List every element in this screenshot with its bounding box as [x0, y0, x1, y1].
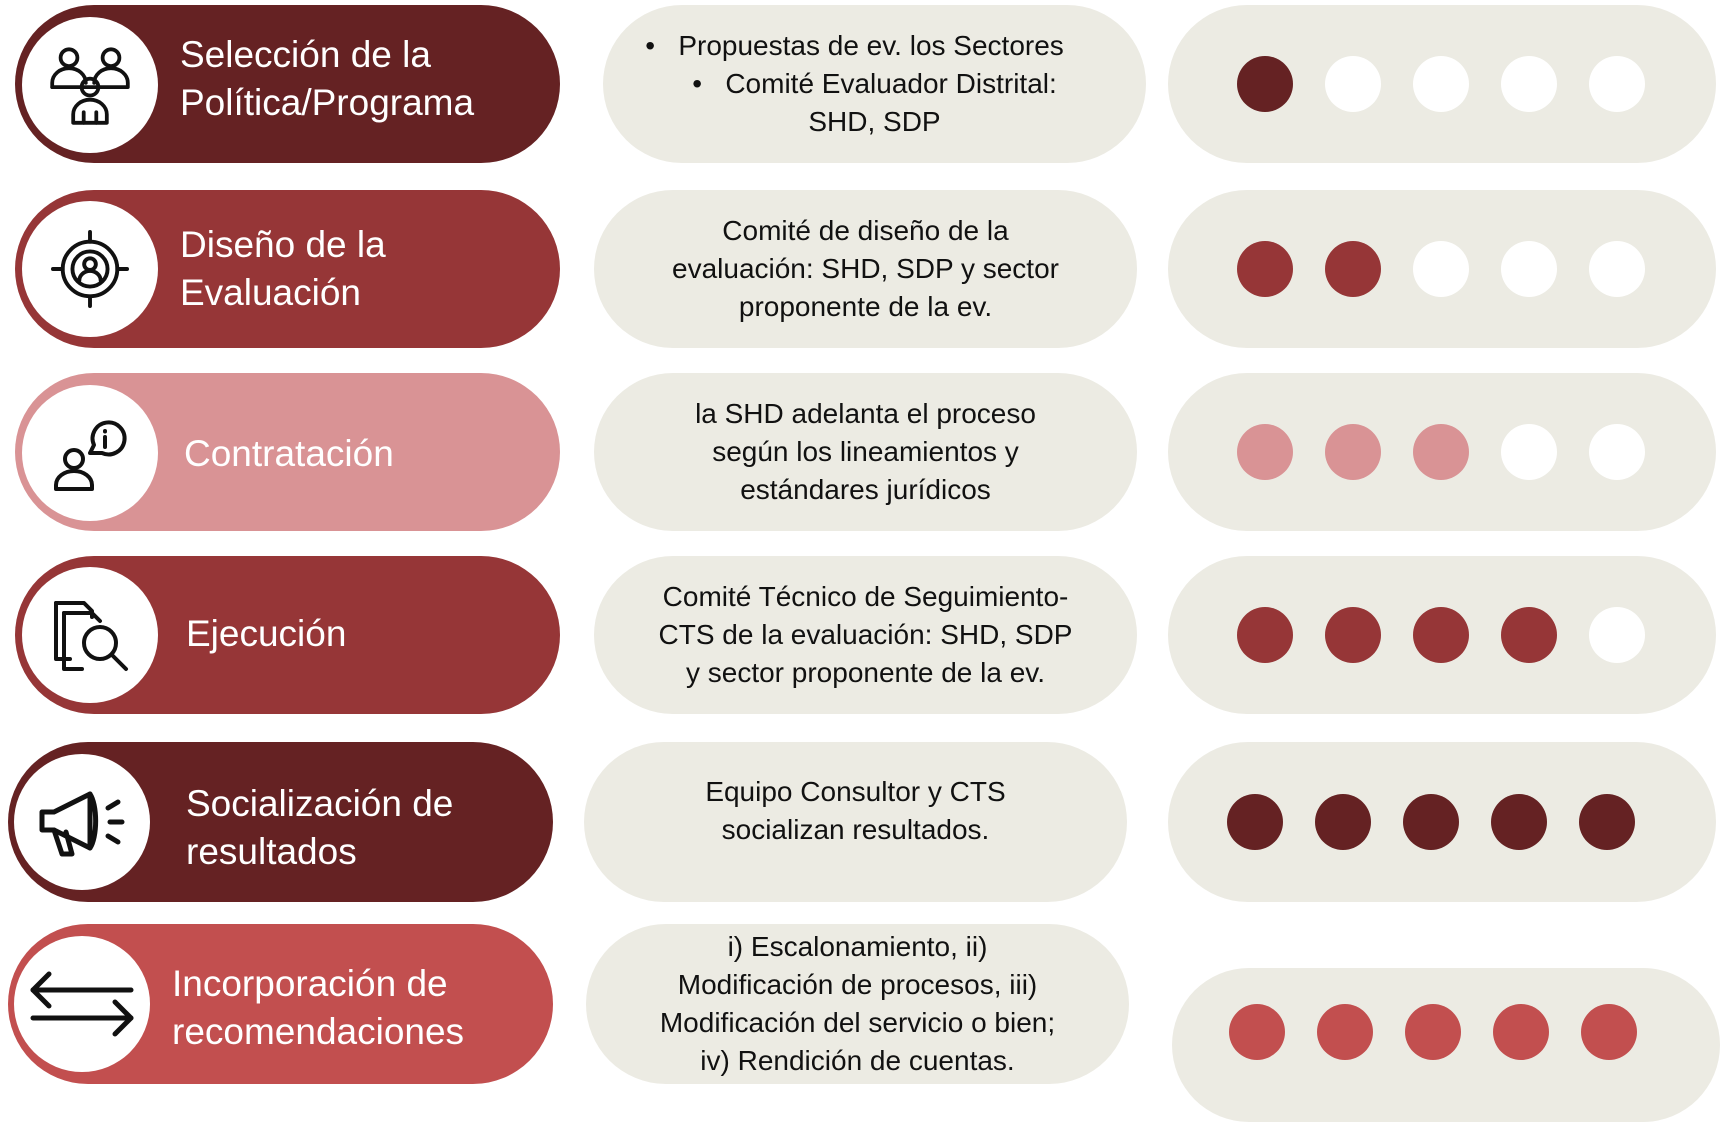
progress-dot [1405, 1004, 1461, 1060]
progress-dot [1581, 1004, 1637, 1060]
stage-description: • Propuestas de ev. los Sectores • Comit… [645, 27, 1064, 141]
stage-title: Incorporación de recomendaciones [172, 959, 464, 1057]
progress-dot [1589, 607, 1645, 663]
progress-pill [1168, 190, 1716, 348]
stage-icon-circle [22, 567, 158, 703]
stage-description: Equipo Consultor y CTS socializan result… [705, 773, 1005, 849]
stage-title-line: Selección de la [180, 34, 431, 75]
progress-dot [1237, 424, 1293, 480]
description-line: CTS de la evaluación: SHD, SDP [658, 619, 1073, 650]
description-bullet-item: • Propuestas de ev. los Sectores [645, 30, 1064, 61]
megaphone-icon [39, 791, 125, 857]
progress-dot [1501, 424, 1557, 480]
person-info-icon [54, 420, 127, 491]
stage-title-line: Ejecución [186, 613, 347, 654]
stage-title-line: Diseño de la [180, 224, 386, 265]
target-person-icon [51, 230, 129, 308]
progress-dot [1315, 794, 1371, 850]
description-line: evaluación: SHD, SDP y sector [672, 253, 1059, 284]
progress-dot [1493, 1004, 1549, 1060]
description-line: Comité de diseño de la [722, 215, 1009, 246]
document-search-icon [54, 601, 128, 671]
progress-dot [1237, 607, 1293, 663]
progress-dot [1325, 607, 1381, 663]
stage-icon-circle [14, 936, 150, 1072]
description-pill: Comité Técnico de Seguimiento- CTS de la… [594, 556, 1137, 714]
progress-dot [1501, 56, 1557, 112]
stage-title: Selección de la Política/Programa [180, 30, 474, 128]
progress-pill [1168, 556, 1716, 714]
description-bullet-item: • Comité Evaluador Distrital: [692, 68, 1057, 99]
progress-pill [1172, 968, 1720, 1122]
progress-dot [1413, 424, 1469, 480]
stage-title: Diseño de la Evaluación [180, 220, 386, 318]
description-line: y sector proponente de la ev. [685, 657, 1046, 688]
description-line: proponente de la ev. [738, 291, 993, 322]
stage-description: i) Escalonamiento, ii) Modificación de p… [660, 928, 1055, 1080]
progress-dot [1325, 241, 1381, 297]
progress-dot [1227, 794, 1283, 850]
description-line: socializan resultados. [721, 814, 990, 845]
description-line: iv) Rendición de cuentas. [700, 1045, 1015, 1076]
stage-icon-circle [22, 385, 158, 521]
stage-title-line: recomendaciones [172, 1011, 465, 1052]
people-group-icon [50, 47, 130, 125]
progress-dot [1589, 424, 1645, 480]
progress-dot [1403, 794, 1459, 850]
stage-title-line: Política/Programa [180, 82, 475, 123]
progress-dot [1325, 424, 1381, 480]
stage-icon-circle [14, 754, 150, 890]
description-line: estándares jurídicos [740, 474, 991, 505]
stage-title-line: Socialización de [186, 783, 454, 824]
progress-dot [1501, 241, 1557, 297]
description-line: Propuestas de ev. los Sectores [678, 30, 1064, 61]
stage-icon-circle [22, 17, 158, 153]
stage-title-line: Incorporación de [172, 963, 448, 1004]
progress-dot [1325, 56, 1381, 112]
description-pill: Equipo Consultor y CTS socializan result… [584, 742, 1127, 902]
stage-icon-circle [22, 201, 158, 337]
description-line: según los lineamientos y [712, 436, 1019, 467]
stage-title-line: Evaluación [180, 272, 362, 313]
progress-dot [1317, 1004, 1373, 1060]
description-line: Modificación de procesos, iii) [677, 969, 1038, 1000]
progress-dot [1237, 56, 1293, 112]
progress-dot [1413, 56, 1469, 112]
progress-dot [1229, 1004, 1285, 1060]
progress-dot [1413, 241, 1469, 297]
progress-pill [1168, 5, 1716, 163]
progress-dot [1491, 794, 1547, 850]
stage-title: Contratación [184, 430, 394, 478]
description-pill: • Propuestas de ev. los Sectores • Comit… [603, 5, 1146, 163]
progress-dot [1589, 56, 1645, 112]
description-line: Modificación del servicio o bien; [659, 1007, 1056, 1038]
description-line: i) Escalonamiento, ii) [727, 931, 988, 962]
description-pill: la SHD adelanta el proceso según los lin… [594, 373, 1137, 531]
description-line: Comité Evaluador Distrital: [725, 68, 1057, 99]
progress-pill [1168, 373, 1716, 531]
stage-title-line: Contratación [184, 433, 394, 474]
description-line: Equipo Consultor y CTS [705, 776, 1006, 807]
progress-dot [1237, 241, 1293, 297]
stage-description: Comité de diseño de la evaluación: SHD, … [672, 212, 1059, 326]
stage-description: la SHD adelanta el proceso según los lin… [695, 395, 1036, 509]
description-line: Comité Técnico de Seguimiento- [662, 581, 1069, 612]
progress-dot [1589, 241, 1645, 297]
description-pill: Comité de diseño de la evaluación: SHD, … [594, 190, 1137, 348]
progress-dot [1501, 607, 1557, 663]
progress-dot [1579, 794, 1635, 850]
stage-title-line: resultados [186, 831, 357, 872]
description-line: SHD, SDP [808, 106, 941, 137]
description-pill: i) Escalonamiento, ii) Modificación de p… [586, 924, 1129, 1084]
progress-dot [1413, 607, 1469, 663]
swap-arrows-icon [30, 971, 134, 1037]
stage-description: Comité Técnico de Seguimiento- CTS de la… [659, 578, 1073, 692]
stage-title: Ejecución [186, 610, 346, 658]
stage-title: Socialización de resultados [186, 779, 453, 877]
progress-pill [1168, 742, 1716, 902]
description-line: la SHD adelanta el proceso [695, 398, 1036, 429]
